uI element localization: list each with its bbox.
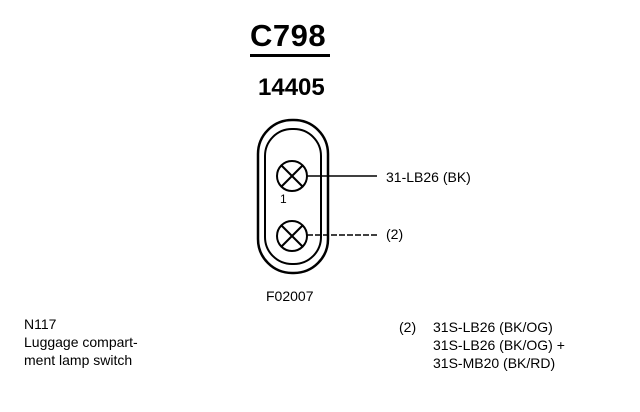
component-name: Luggage compart- ment lamp switch	[24, 334, 138, 368]
connector-housing-inner	[264, 128, 322, 265]
pin-2-wire-label: (2)	[386, 226, 404, 242]
note-line: 31S-LB26 (BK/OG) +	[433, 337, 565, 353]
note-marker: (2)	[399, 319, 417, 335]
pin-1-wire-label: 31-LB26 (BK)	[386, 169, 471, 185]
pin-2-terminal-icon	[276, 220, 308, 252]
connector-id: C798	[250, 18, 327, 53]
note-line: 31S-MB20 (BK/RD)	[433, 355, 556, 371]
pin-1-terminal-icon	[276, 160, 308, 192]
note-lines: 31S-LB26 (BK/OG) 31S-LB26 (BK/OG) + 31S-…	[433, 318, 565, 372]
figure-code: F02007	[266, 288, 314, 304]
pin-1-number: 1	[280, 192, 287, 206]
connector-id-underline	[250, 54, 330, 57]
note-line: 31S-LB26 (BK/OG)	[433, 319, 553, 335]
part-number: 14405	[258, 74, 325, 101]
connector-housing-outer	[256, 118, 330, 275]
component-code: N117	[24, 316, 57, 332]
